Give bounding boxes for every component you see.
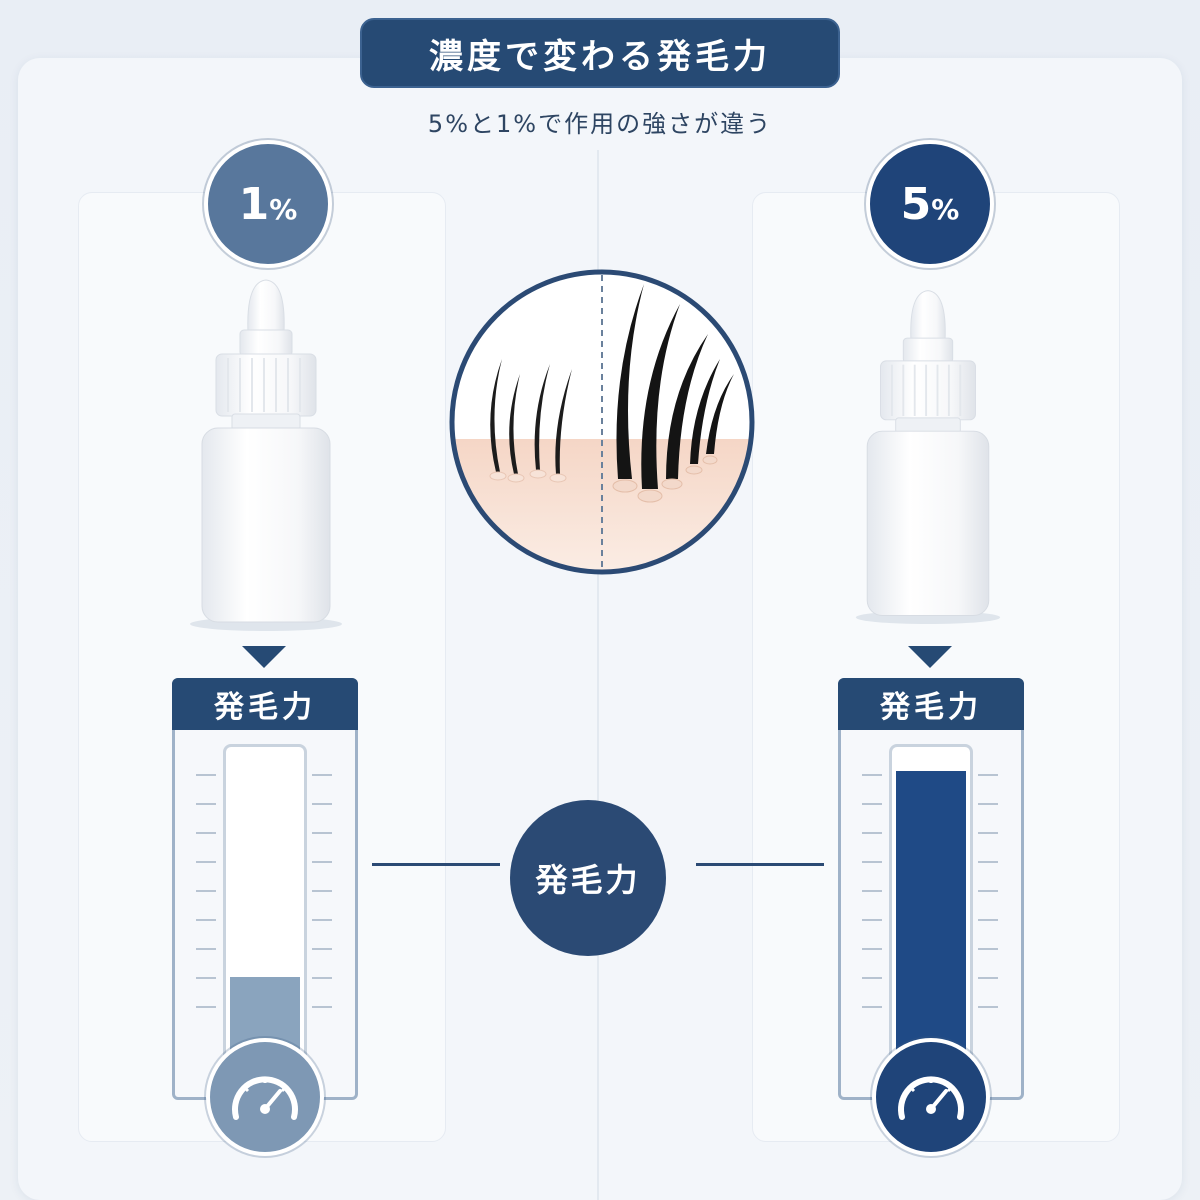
concentration-unit: % [931,192,960,226]
page-title: 濃度で変わる発毛力 [360,18,840,88]
dropper-bottle-icon [190,279,342,631]
gauge-tick [978,948,998,950]
gauge-tick [312,832,332,834]
connector-line-left [372,863,500,866]
gauge-tick [978,890,998,892]
gauge-tube [223,744,307,1094]
gauge-tick [978,1006,998,1008]
gauge-tick [862,774,882,776]
gauge-label: 発毛力 [838,678,1024,730]
page-subtitle: 5%と1%で作用の強さが違う [427,110,773,138]
down-arrow-icon [242,646,286,668]
gauge-tick [862,803,882,805]
gauge-tick [196,774,216,776]
center-divider [597,150,599,1200]
concentration-number: 5 [900,178,932,230]
gauge-tick [978,803,998,805]
gauge-tick [978,832,998,834]
gauge-fill [896,771,966,1091]
gauge-tick [862,832,882,834]
gauge-tick [978,919,998,921]
gauge-tick [312,861,332,863]
concentration-unit: % [269,192,298,226]
gauge-tick [862,977,882,979]
gauge-tick [196,919,216,921]
gauge-tick [312,1006,332,1008]
speedometer-icon [206,1038,324,1156]
gauge-tick [312,919,332,921]
gauge-tick [978,861,998,863]
gauge-tick [196,977,216,979]
center-growth-badge: 発毛力 [510,800,666,956]
gauge-tick [196,948,216,950]
hair-follicle-icon [449,269,755,575]
speedometer-icon [872,1038,990,1156]
gauge-tick [196,861,216,863]
gauge-tick [312,948,332,950]
gauge-tick [862,919,882,921]
concentration-badge-1: 1% [204,140,332,268]
gauge-tube [889,744,973,1094]
gauge-tick [196,803,216,805]
gauge-tick [862,890,882,892]
concentration-number: 1 [238,178,270,230]
gauge-tick [978,977,998,979]
gauge-tick [312,977,332,979]
connector-line-right [696,863,824,866]
gauge-tick [862,861,882,863]
gauge-tick [312,890,332,892]
page-title-text: 濃度で変わる発毛力 [429,36,771,77]
gauge-tick [196,890,216,892]
down-arrow-icon [908,646,952,668]
gauge-label: 発毛力 [172,678,358,730]
center-growth-label: 発毛力 [535,861,641,899]
dropper-bottle-icon [855,290,1001,625]
gauge-tick [312,774,332,776]
gauge-tick [196,1006,216,1008]
gauge-tick [862,948,882,950]
gauge-tick [196,832,216,834]
gauge-tick [862,1006,882,1008]
gauge-tick [978,774,998,776]
gauge-tick [312,803,332,805]
concentration-badge-5: 5% [866,140,994,268]
